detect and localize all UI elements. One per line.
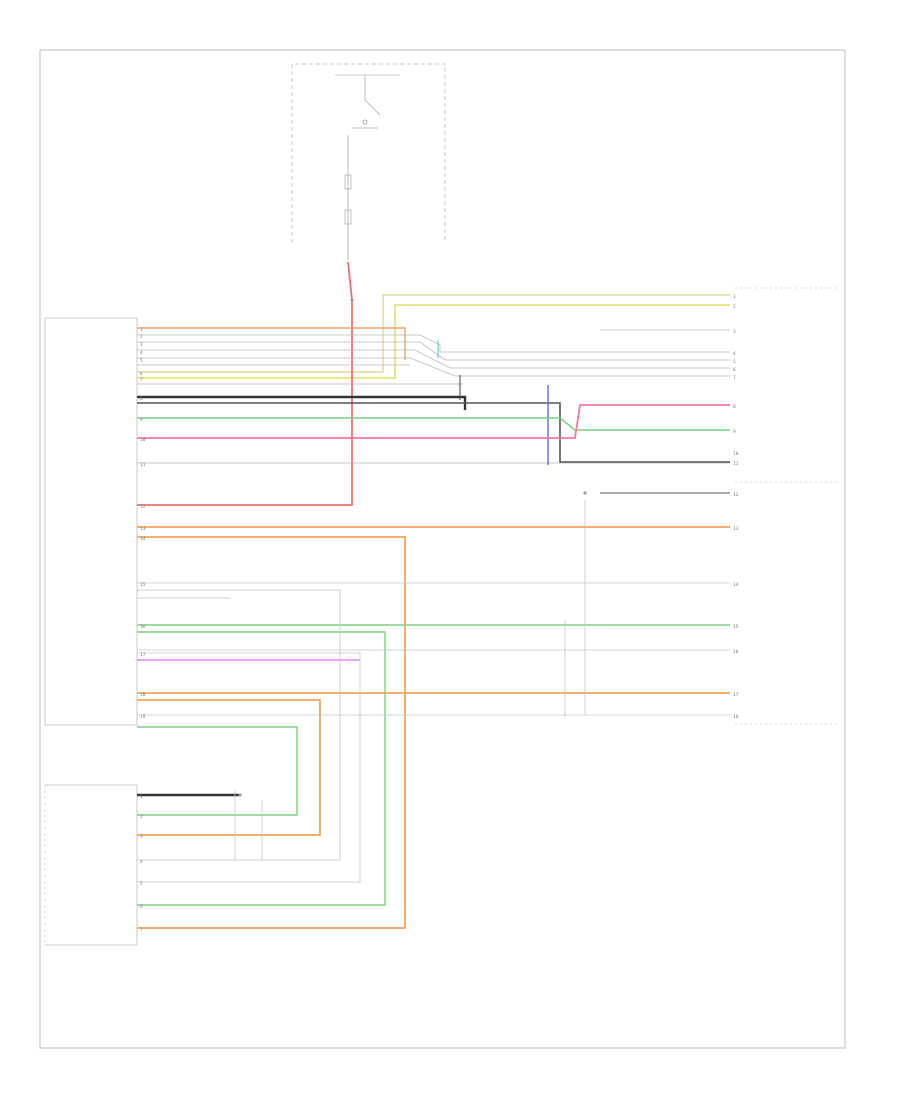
svg-text:12: 12 — [733, 492, 739, 498]
svg-text:13: 13 — [733, 526, 739, 532]
splice-points — [238, 298, 587, 797]
lower-module-box — [44, 784, 138, 946]
svg-text:6: 6 — [140, 904, 143, 910]
svg-text:6: 6 — [140, 371, 143, 377]
svg-text:8: 8 — [140, 396, 143, 402]
wire-red-power — [137, 261, 353, 506]
svg-text:4: 4 — [140, 859, 143, 865]
wires-grey-lower — [137, 500, 730, 883]
svg-text:15: 15 — [733, 624, 739, 630]
svg-text:17: 17 — [140, 652, 146, 658]
svg-text:1: 1 — [140, 327, 143, 333]
svg-text:5: 5 — [733, 359, 736, 365]
left-module-box — [44, 317, 138, 726]
wire-orange-upper — [137, 327, 406, 360]
svg-text:18: 18 — [140, 692, 146, 698]
svg-text:10: 10 — [733, 451, 739, 457]
wires-black — [137, 375, 730, 797]
svg-text:2: 2 — [140, 814, 143, 820]
svg-text:10: 10 — [140, 437, 146, 443]
svg-text:3: 3 — [733, 329, 736, 335]
svg-text:15: 15 — [140, 582, 146, 588]
pins-left: 1 2 3 4 5 6 7 8 9 10 11 12 13 14 15 16 1… — [140, 327, 146, 933]
svg-text:13: 13 — [140, 526, 146, 532]
svg-text:7: 7 — [733, 375, 736, 381]
svg-text:4: 4 — [140, 350, 143, 356]
svg-text:9: 9 — [140, 417, 143, 423]
svg-text:14: 14 — [733, 582, 739, 588]
svg-text:14: 14 — [140, 536, 146, 542]
svg-text:3: 3 — [140, 342, 143, 348]
wires-orange — [137, 526, 730, 929]
svg-text:11: 11 — [140, 462, 146, 468]
diagram-frame — [39, 49, 846, 1049]
svg-text:18: 18 — [733, 714, 739, 720]
wire-pink — [137, 404, 730, 439]
svg-text:4: 4 — [733, 351, 736, 357]
right-module-box — [735, 287, 840, 725]
svg-text:7: 7 — [140, 927, 143, 933]
svg-text:3: 3 — [140, 834, 143, 840]
svg-text:5: 5 — [140, 358, 143, 364]
svg-text:9: 9 — [733, 429, 736, 435]
svg-text:7: 7 — [140, 377, 143, 383]
pins-right: 1 2 3 4 5 6 7 8 9 10 11 12 13 14 15 16 1… — [733, 294, 739, 720]
wires-green — [137, 417, 730, 906]
svg-text:11: 11 — [733, 461, 739, 467]
svg-text:16: 16 — [733, 649, 739, 655]
wires-grey — [137, 329, 730, 464]
svg-text:6: 6 — [733, 367, 736, 373]
fuse-box — [291, 63, 446, 260]
svg-text:5: 5 — [140, 881, 143, 887]
wires-yellow — [137, 294, 730, 379]
svg-text:16: 16 — [140, 624, 146, 630]
svg-text:8: 8 — [733, 404, 736, 410]
svg-text:2: 2 — [140, 334, 143, 340]
svg-text:2: 2 — [733, 304, 736, 310]
svg-text:1: 1 — [140, 794, 143, 800]
svg-text:17: 17 — [733, 692, 739, 698]
svg-text:1: 1 — [733, 294, 736, 300]
svg-text:12: 12 — [140, 504, 146, 510]
svg-text:19: 19 — [140, 714, 146, 720]
